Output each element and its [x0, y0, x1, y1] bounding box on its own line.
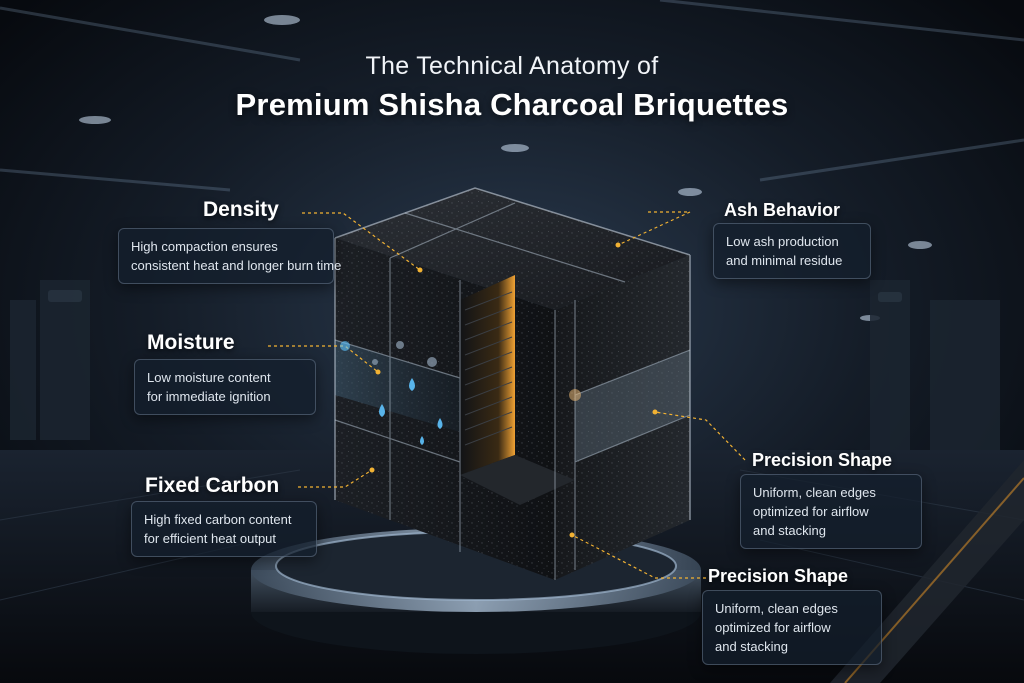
precision-shape-2-line-1: Uniform, clean edges: [715, 601, 838, 616]
precision-shape-1-line-2: optimized for airflow: [753, 504, 869, 519]
precision-shape-card-2: Uniform, clean edges optimized for airfl…: [702, 590, 882, 665]
precision-shape-2-line-3: and stacking: [715, 639, 788, 654]
precision-shape-2-line-2: optimized for airflow: [715, 620, 831, 635]
title-line-2: Premium Shisha Charcoal Briquettes: [235, 87, 789, 122]
ash-heading: Ash Behavior: [724, 200, 841, 220]
moisture-heading: Moisture: [147, 331, 235, 354]
moisture-line-1: Low moisture content: [147, 370, 271, 385]
fixed-carbon-line-2: for efficient heat output: [144, 531, 277, 546]
fixed-carbon-card: High fixed carbon content for efficient …: [131, 501, 317, 557]
moisture-line-2: for immediate ignition: [147, 389, 271, 404]
ash-card: Low ash production and minimal residue: [713, 223, 871, 279]
density-line-2: consistent heat and longer burn time: [131, 258, 342, 273]
ash-line-1: Low ash production: [726, 234, 839, 249]
density-line-1: High compaction ensures: [131, 239, 278, 254]
precision-shape-1-line-3: and stacking: [753, 523, 826, 538]
density-heading: Density: [203, 198, 279, 221]
precision-shape-heading-2: Precision Shape: [708, 566, 849, 586]
precision-shape-card-1: Uniform, clean edges optimized for airfl…: [740, 474, 922, 549]
fixed-carbon-heading: Fixed Carbon: [145, 474, 280, 497]
fixed-carbon-line-1: High fixed carbon content: [144, 512, 292, 527]
precision-shape-heading-1: Precision Shape: [752, 450, 893, 470]
moisture-card: Low moisture content for immediate ignit…: [134, 359, 316, 415]
precision-shape-1-line-1: Uniform, clean edges: [753, 485, 876, 500]
density-card: High compaction ensures consistent heat …: [118, 228, 342, 284]
title-line-1: The Technical Anatomy of: [365, 52, 659, 80]
ash-line-2: and minimal residue: [726, 253, 843, 268]
title-block: The Technical Anatomy of Premium Shisha …: [0, 52, 1024, 123]
